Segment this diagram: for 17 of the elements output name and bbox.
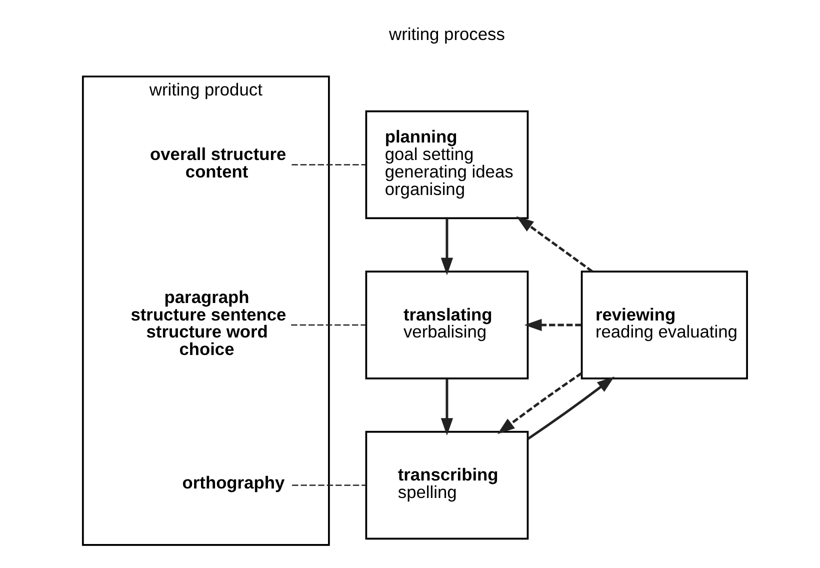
connector	[292, 484, 366, 486]
arrow	[516, 216, 594, 272]
arrow	[527, 376, 614, 440]
node-text: orthography	[182, 472, 285, 493]
node-box: translating verbalising	[365, 270, 529, 380]
arrow	[440, 218, 454, 276]
node-box: transcribing spelling	[365, 430, 529, 540]
node-box: reviewing reading evaluating	[580, 270, 748, 380]
node-box: planning goal setting generating ideas organising	[365, 110, 529, 220]
arrow	[440, 378, 454, 436]
arrow	[497, 372, 582, 434]
arrow	[524, 318, 582, 332]
node-text: overall structure content	[150, 144, 286, 182]
connector	[292, 164, 366, 166]
label: writing process	[389, 24, 505, 44]
connector	[291, 324, 366, 326]
node-text: paragraph structure sentence structure word choice	[130, 286, 286, 360]
